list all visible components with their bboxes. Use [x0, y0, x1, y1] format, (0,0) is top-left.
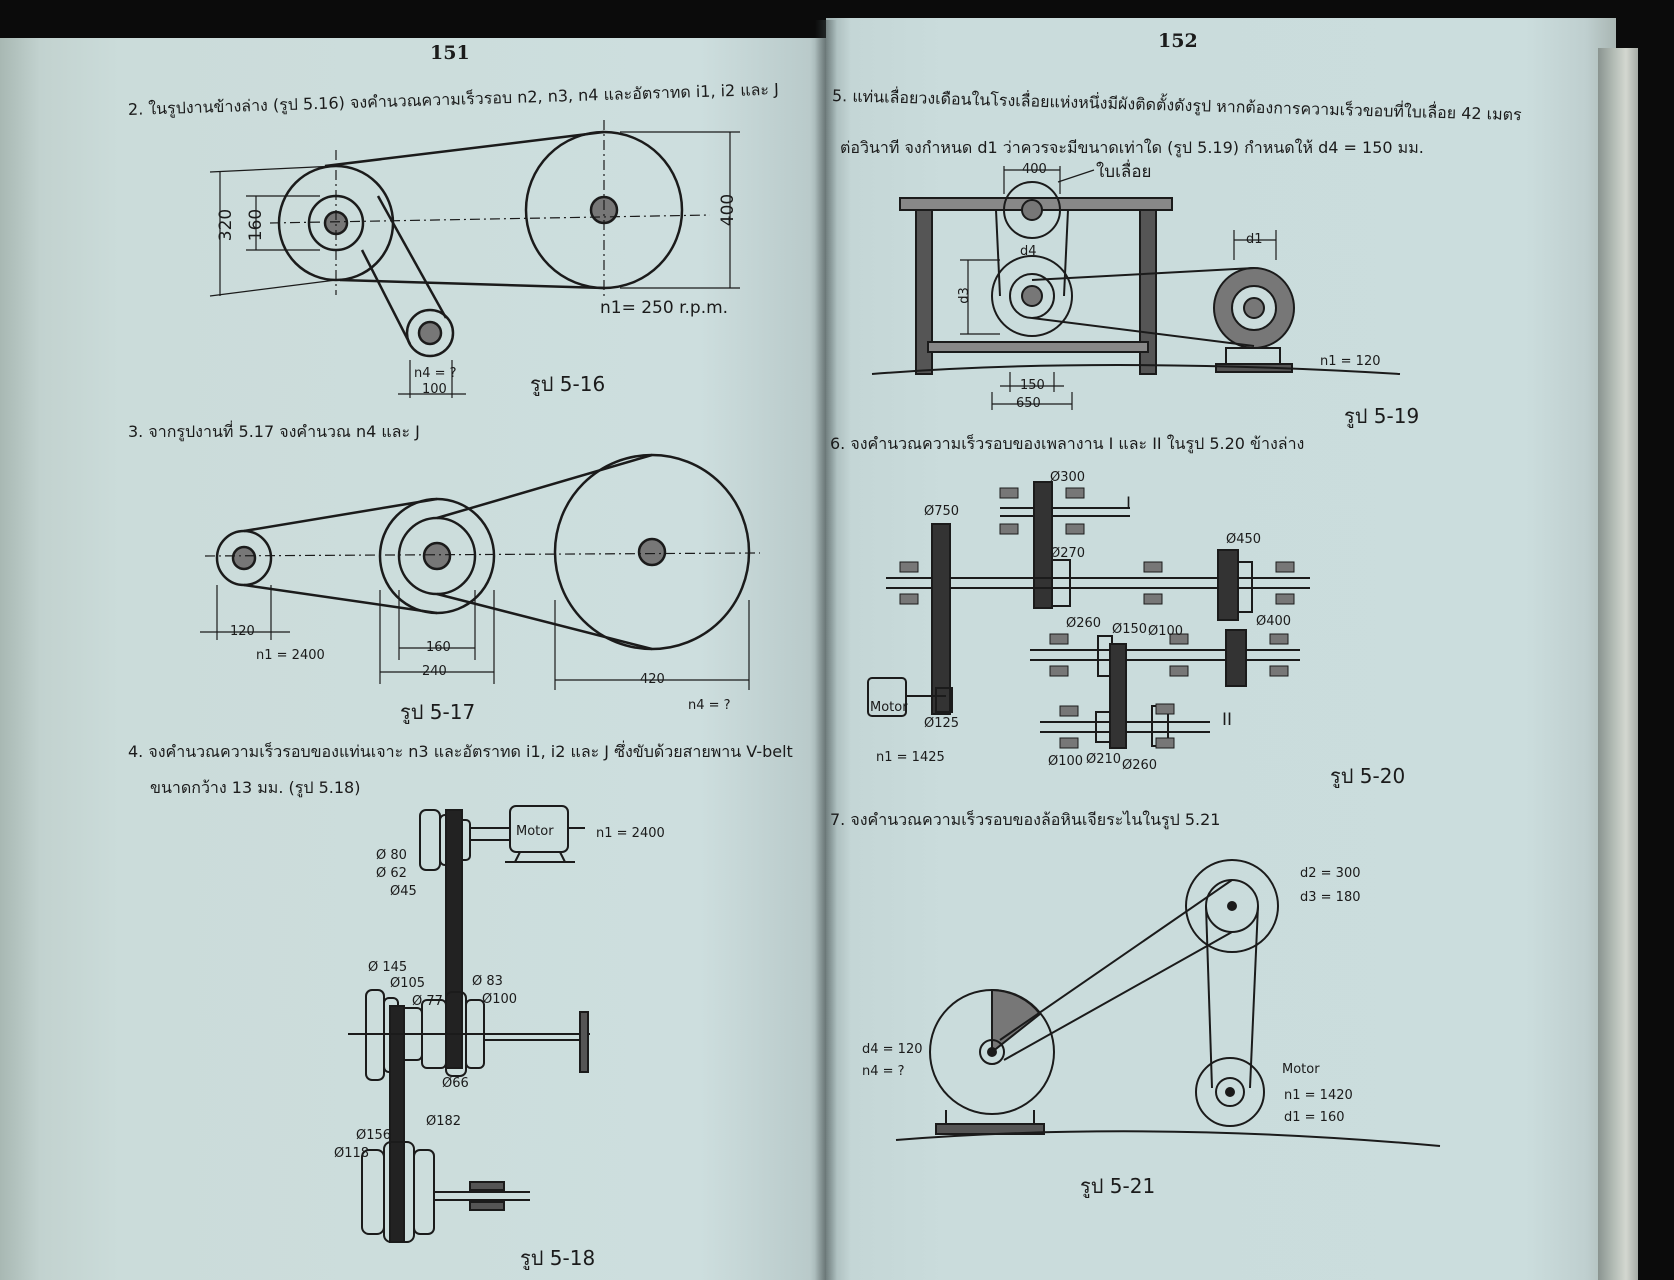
dia-260-top: Ø260: [1066, 616, 1102, 631]
n4-label-521: n4 = ?: [862, 1064, 905, 1079]
d1-label: d1: [1246, 232, 1263, 247]
question-7: 7. จงคำนวณความเร็วรอบของล้อหินเจียระไนใน…: [830, 810, 1221, 829]
d1-label-521: d1 = 160: [1284, 1110, 1345, 1125]
n1-label-520: n1 = 1425: [876, 750, 945, 765]
dia-182: Ø182: [426, 1114, 462, 1129]
dia-100-top: Ø100: [1148, 624, 1184, 639]
dim-100: 100: [422, 382, 447, 397]
d4-label: d4: [1020, 244, 1037, 259]
motor-label-520: Motor: [870, 700, 908, 715]
dia-750: Ø750: [924, 504, 960, 519]
dia-80: Ø 80: [376, 848, 407, 863]
figure-5-20: [0, 0, 1674, 780]
dim-420: 420: [640, 672, 665, 687]
dim-120: 120: [230, 624, 255, 639]
caption-5-21: รูป 5-21: [1080, 1174, 1156, 1198]
dim-160-517: 160: [426, 640, 451, 655]
caption-5-20: รูป 5-20: [1330, 764, 1406, 788]
dia-156: Ø156: [356, 1128, 392, 1143]
question-5-line2: ต่อวินาที จงกำหนด d1 ว่าควรจะมีขนาดเท่าใ…: [840, 138, 1424, 157]
caption-5-16: รูป 5-16: [530, 372, 606, 396]
dia-300: Ø300: [1050, 470, 1086, 485]
page-number-left: 151: [430, 42, 470, 64]
question-4-line1: 4. จงคำนวณความเร็วรอบของแท่นเจาะ n3 และอ…: [128, 742, 793, 761]
d4-label-521: d4 = 120: [862, 1042, 923, 1057]
dia-77: Ø 77: [412, 994, 443, 1009]
dia-45: Ø45: [390, 884, 417, 899]
dia-450: Ø450: [1226, 532, 1262, 547]
caption-5-17: รูป 5-17: [400, 700, 476, 724]
dia-62: Ø 62: [376, 866, 407, 881]
d2-label: d2 = 300: [1300, 866, 1361, 881]
figure-5-19: [0, 0, 1674, 420]
dia-125: Ø125: [924, 716, 960, 731]
left-page: [0, 38, 826, 1280]
saw-blade-label: ใบเลื่อย: [1096, 162, 1152, 182]
dia-100-518: Ø100: [482, 992, 518, 1007]
dia-260-bottom: Ø260: [1122, 758, 1158, 773]
motor-label-518: Motor: [516, 824, 554, 839]
shaft-I-label: I: [1126, 494, 1132, 514]
n4-label: n4 = ?: [414, 366, 457, 381]
motor-label-521: Motor: [1282, 1062, 1320, 1077]
n1-label-521: n1 = 1420: [1284, 1088, 1353, 1103]
figure-5-21: [0, 0, 1674, 1230]
dia-66: Ø66: [442, 1076, 469, 1091]
dia-270: Ø270: [1050, 546, 1086, 561]
dim-650: 650: [1016, 396, 1041, 411]
dim-240: 240: [422, 664, 447, 679]
page-edges: [1598, 48, 1638, 1280]
dia-400-520: Ø400: [1256, 614, 1292, 629]
dia-145: Ø 145: [368, 960, 408, 975]
question-6: 6. จงคำนวณความเร็วรอบของเพลางาน I และ II…: [830, 434, 1305, 453]
caption-5-19: รูป 5-19: [1344, 404, 1420, 428]
n1-label-517: n1 = 2400: [256, 648, 325, 663]
n4-label-517: n4 = ?: [688, 698, 731, 713]
page-number-right: 152: [1158, 30, 1198, 52]
dim-400-519: 400: [1022, 162, 1047, 177]
d3-label-521: d3 = 180: [1300, 890, 1361, 905]
n1-label-519: n1 = 120: [1320, 354, 1381, 369]
figure-5-18: [0, 0, 826, 1280]
dia-210: Ø210: [1086, 752, 1122, 767]
n1-label-518: n1 = 2400: [596, 826, 665, 841]
dia-105: Ø105: [390, 976, 426, 991]
dim-150-519: 150: [1020, 378, 1045, 393]
figure-5-16: [0, 0, 826, 420]
dia-118: Ø118: [334, 1146, 370, 1161]
figure-5-17: [0, 0, 826, 720]
dia-150-520: Ø150: [1112, 622, 1148, 637]
shaft-II-label: II: [1222, 710, 1233, 730]
question-3: 3. จากรูปงานที่ 5.17 จงคำนวณ n4 และ J: [128, 422, 420, 441]
dia-100-bottom: Ø100: [1048, 754, 1084, 769]
dia-83: Ø 83: [472, 974, 503, 989]
question-4-line2: ขนาดกว้าง 13 มม. (รูป 5.18): [150, 778, 361, 797]
book-gutter: [815, 20, 837, 1280]
caption-5-18: รูป 5-18: [520, 1246, 596, 1270]
n1-label: n1= 250 r.p.m.: [600, 298, 729, 318]
